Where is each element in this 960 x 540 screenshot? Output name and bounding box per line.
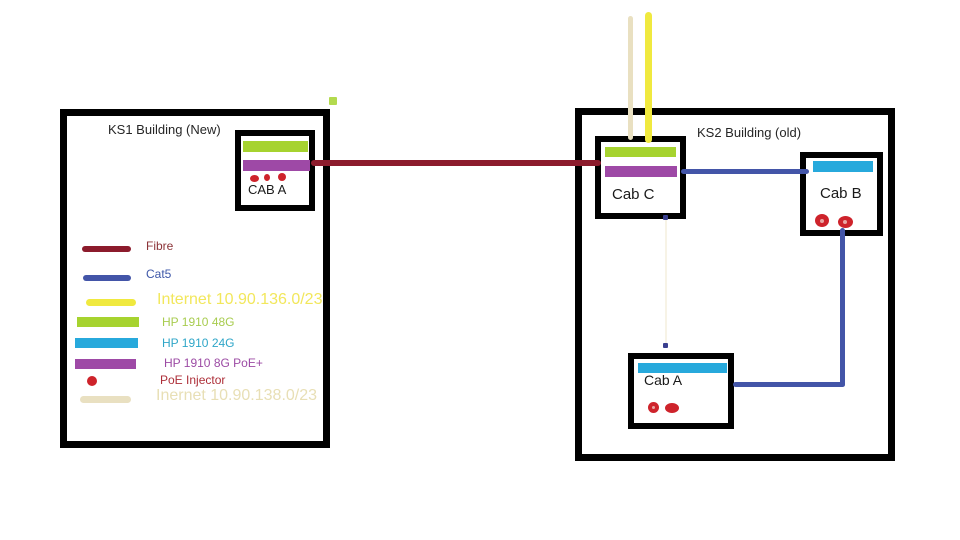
cat5-link-cabc-cabb xyxy=(681,169,809,174)
switch-hp-1910-8g-poe-bar xyxy=(605,166,677,177)
poe-injector-dot-core xyxy=(652,406,655,409)
legend-swatch-cat5 xyxy=(83,275,131,281)
poe-injector-dot xyxy=(648,402,659,413)
poe-injector-dot xyxy=(838,216,853,228)
ks1-building-title: KS1 Building (New) xyxy=(108,122,221,137)
ks2-cab-a-box: Cab A xyxy=(628,353,734,429)
legend-label-hp-1910-24g: HP 1910 24G xyxy=(162,336,235,350)
switch-hp-1910-24g-bar xyxy=(813,161,873,172)
cat5-link-cabb-caba xyxy=(733,382,845,387)
legend-swatch-internet-136 xyxy=(86,299,136,306)
internet-136-feed-line xyxy=(645,12,652,143)
ks2-cab-b-box: Cab B xyxy=(800,152,883,236)
legend-swatch-poe-injector xyxy=(87,376,97,386)
poe-injector-dot xyxy=(264,174,270,181)
ks2-cab-c-label: Cab C xyxy=(612,186,655,203)
ks2-building-box: KS2 Building (old) Cab C Cab B Cab A xyxy=(575,108,895,461)
ks2-building-title: KS2 Building (old) xyxy=(697,125,802,140)
ks2-cab-c-box: Cab C xyxy=(595,136,686,219)
legend-label-poe-injector: PoE Injector xyxy=(160,373,226,387)
legend-label-fibre: Fibre xyxy=(146,239,174,253)
switch-hp-1910-48g-bar xyxy=(243,141,308,152)
green-marker-square xyxy=(329,97,337,105)
poe-injector-dot xyxy=(278,173,286,181)
ks2-cab-a-label: Cab A xyxy=(644,372,683,388)
ks1-building-box: KS1 Building (New) CAB A Fibre Cat5 Inte… xyxy=(60,109,330,448)
poe-injector-dot xyxy=(250,175,259,182)
legend-label-internet-138: Inernet 10.90.138.0/23 xyxy=(156,387,318,404)
ks1-cab-a-box: CAB A xyxy=(235,130,315,211)
legend-swatch-hp-1910-48g xyxy=(77,317,139,327)
internet-138-feed-line xyxy=(628,16,633,140)
ks1-cab-a-label: CAB A xyxy=(248,182,287,197)
poe-injector-dot-core xyxy=(843,220,847,224)
poe-injector-dot-core xyxy=(820,219,824,223)
legend-swatch-hp-1910-24g xyxy=(75,338,138,348)
poe-injector-dot xyxy=(665,403,679,413)
legend-swatch-internet-138 xyxy=(80,396,131,403)
legend-swatch-fibre xyxy=(82,246,131,252)
link-endpoint-dot xyxy=(663,343,668,348)
legend-label-hp-1910-8g-poe: HP 1910 8G PoE+ xyxy=(164,356,263,370)
ks2-cab-b-label: Cab B xyxy=(820,185,862,202)
legend-label-internet-136: Internet 10.90.136.0/23 xyxy=(157,291,323,308)
legend-label-cat5: Cat5 xyxy=(146,267,172,281)
switch-hp-1910-8g-poe-bar xyxy=(243,160,310,171)
link-endpoint-dot xyxy=(663,215,668,220)
poe-injector-dot xyxy=(815,214,829,227)
legend-swatch-hp-1910-8g-poe xyxy=(75,359,136,369)
legend-label-hp-1910-48g: HP 1910 48G xyxy=(162,315,235,329)
cat5-link-cabb-vertical xyxy=(840,228,845,387)
switch-hp-1910-24g-bar xyxy=(638,363,727,373)
fibre-link-line xyxy=(311,160,601,166)
faint-link-cabc-caba xyxy=(665,220,667,344)
switch-hp-1910-48g-bar xyxy=(605,147,676,157)
